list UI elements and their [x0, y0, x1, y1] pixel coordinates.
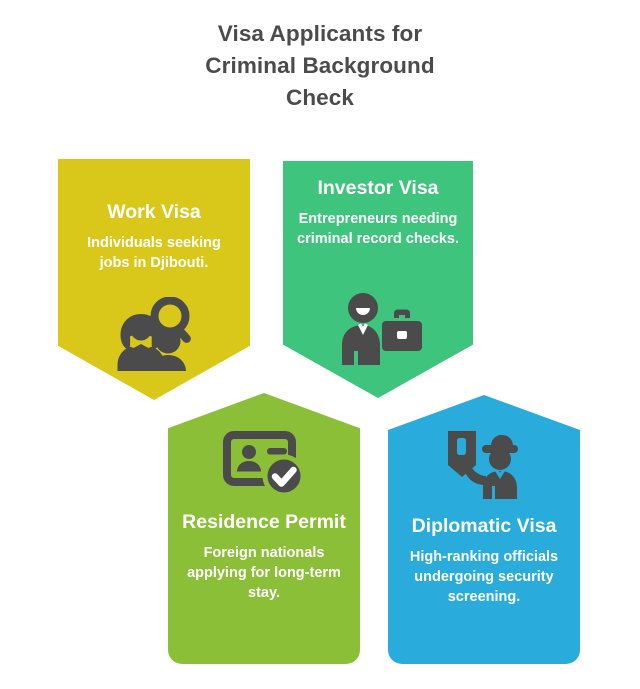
spacer	[182, 535, 346, 543]
card-residence-permit-description: Foreign nationals applying for long-term…	[187, 545, 341, 601]
spacer	[72, 225, 236, 233]
card-investor-visa-body: Investor Visa Entrepreneurs needing crim…	[283, 175, 473, 249]
card-work-visa-title: Work Visa	[107, 201, 201, 223]
spacer	[402, 539, 566, 547]
card-residence-permit[interactable]: Residence Permit Foreign nationals apply…	[168, 393, 360, 664]
card-investor-visa[interactable]: Investor Visa Entrepreneurs needing crim…	[283, 161, 473, 398]
page-title-line-3: Check	[285, 85, 355, 110]
page-title-line-1: Visa Applicants for	[217, 21, 423, 46]
officer-document-icon	[388, 427, 580, 499]
card-diplomatic-visa-body: Diplomatic Visa High-ranking officials u…	[388, 513, 580, 607]
card-diplomatic-visa-title: Diplomatic Visa	[411, 515, 557, 537]
card-investor-visa-description: Entrepreneurs needing criminal record ch…	[297, 211, 459, 247]
id-card-check-icon	[168, 429, 360, 497]
page-title-line-2: Criminal Background	[205, 53, 435, 78]
card-diplomatic-visa-description: High-ranking officials undergoing securi…	[409, 549, 559, 605]
page-title: Visa Applicants for Criminal Background …	[120, 18, 520, 114]
card-investor-visa-title: Investor Visa	[317, 177, 439, 199]
card-work-visa-description: Individuals seeking jobs in Djibouti.	[87, 235, 221, 271]
card-work-visa-body: Work Visa Individuals seeking jobs in Dj…	[58, 199, 250, 273]
spacer	[297, 201, 459, 209]
people-search-icon	[58, 297, 250, 371]
card-residence-permit-title: Residence Permit	[182, 511, 346, 533]
card-work-visa[interactable]: Work Visa Individuals seeking jobs in Dj…	[58, 159, 250, 400]
card-diplomatic-visa[interactable]: Diplomatic Visa High-ranking officials u…	[388, 395, 580, 664]
card-residence-permit-body: Residence Permit Foreign nationals apply…	[168, 509, 360, 603]
businessman-briefcase-icon	[283, 291, 473, 365]
